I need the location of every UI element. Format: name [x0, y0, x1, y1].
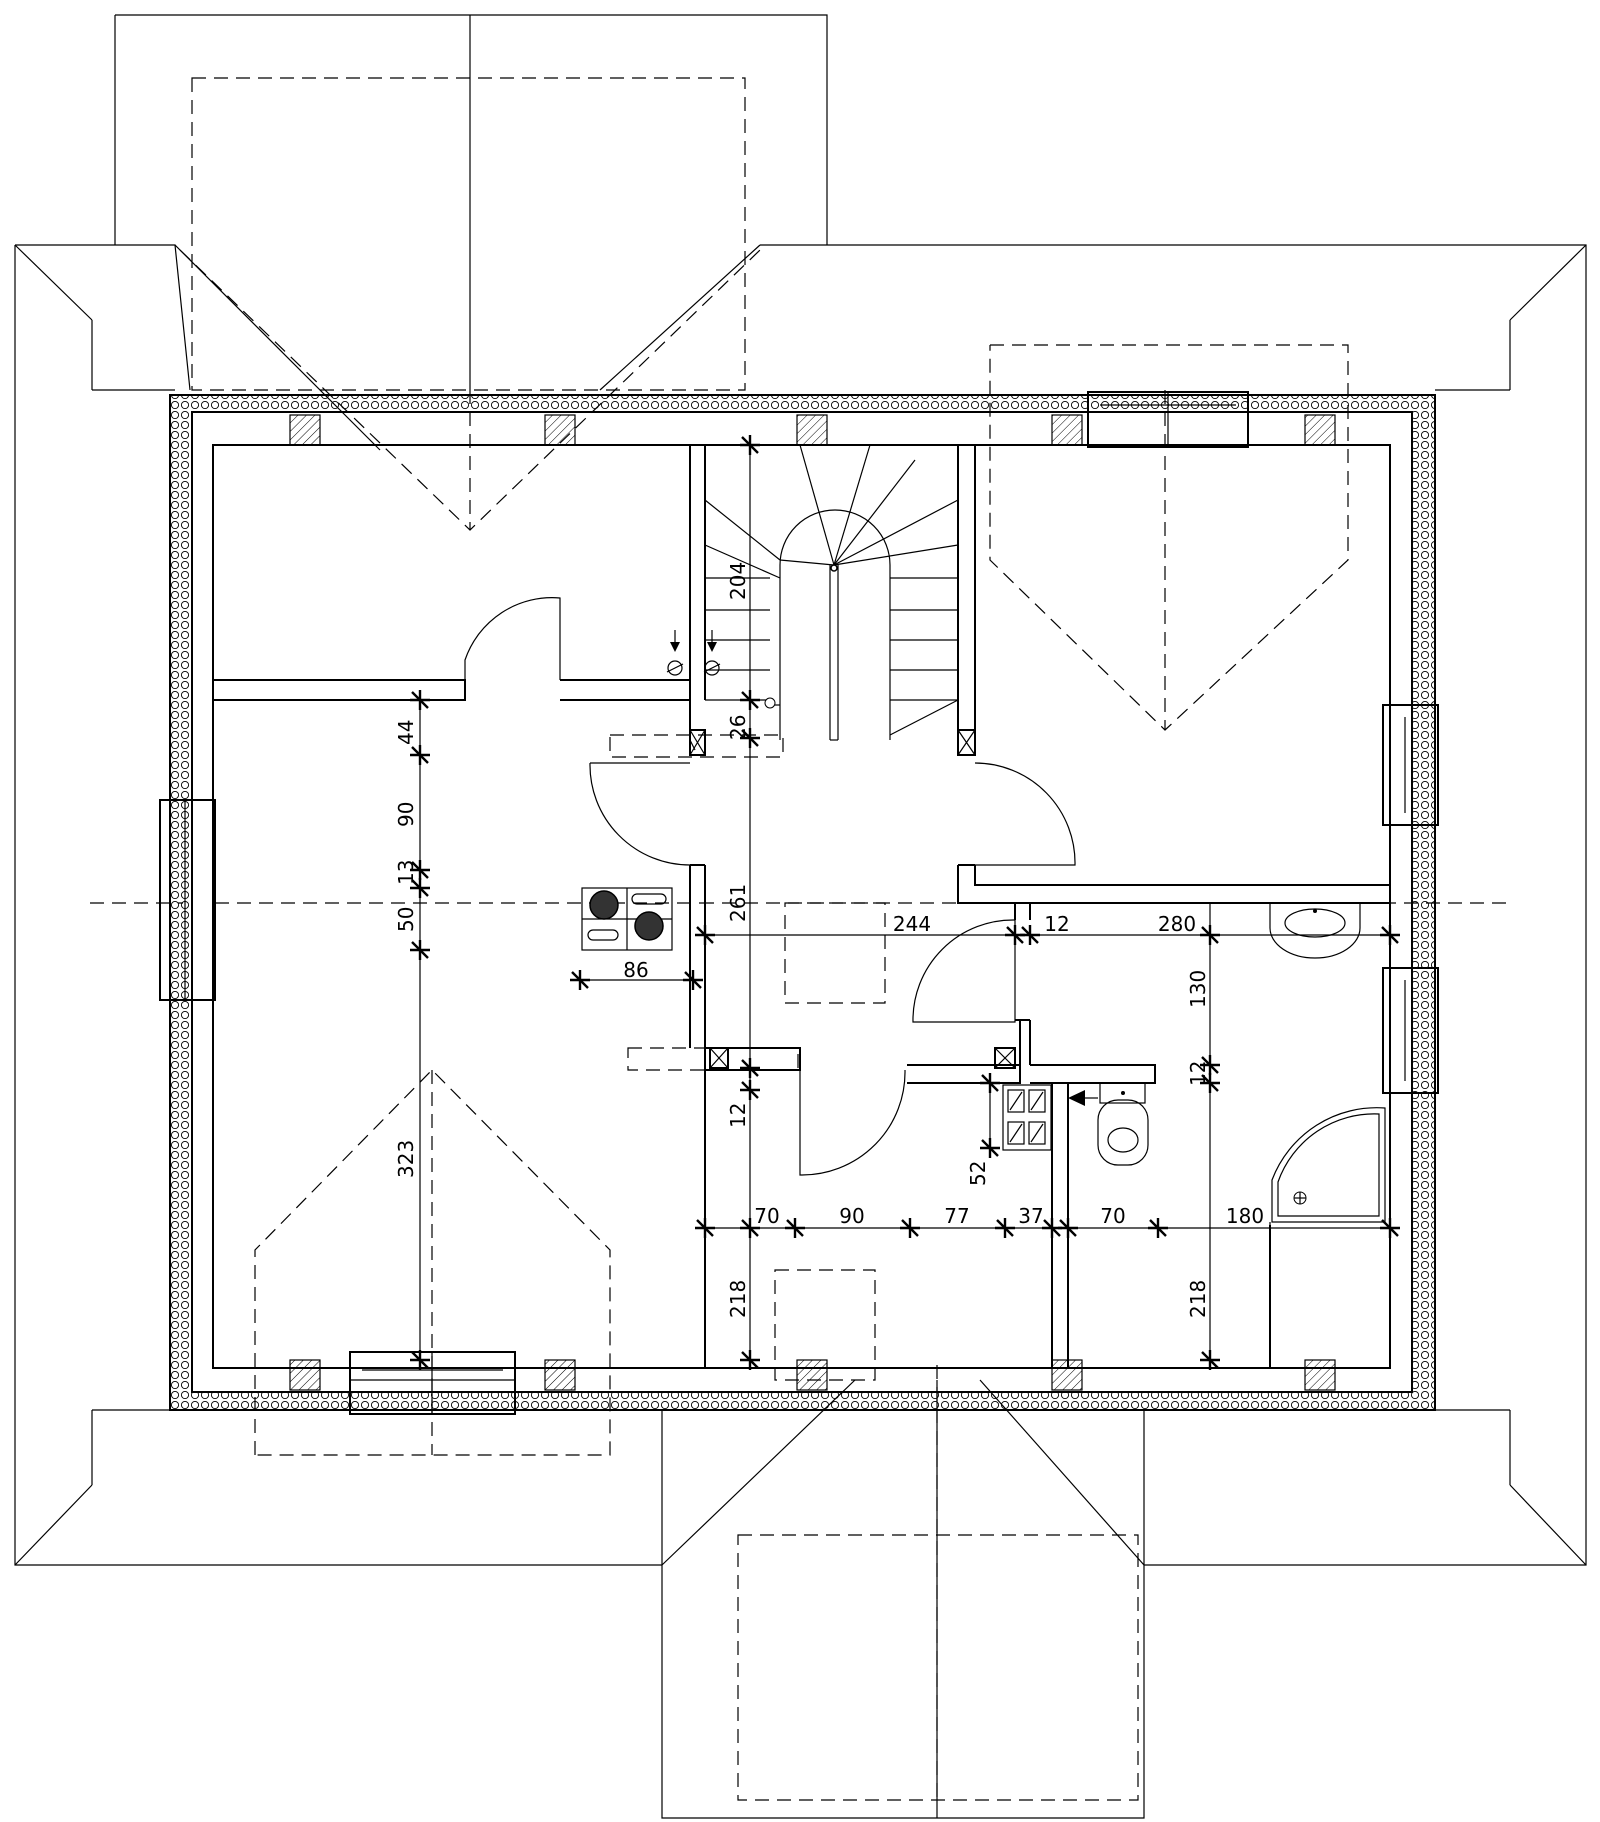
dimension-labels: 204 26 44 90 13 50 323 86 261 244 12 280…	[394, 562, 1264, 1318]
dim-label: 86	[623, 958, 648, 982]
dim-label: 130	[1186, 970, 1210, 1008]
dim-label: 12	[1044, 912, 1069, 936]
dim-label: 90	[839, 1204, 864, 1228]
window-icon	[1087, 391, 1249, 448]
door-swing-icon	[799, 1069, 906, 1176]
door-swing-icon	[589, 762, 705, 866]
dim-label: 77	[944, 1204, 969, 1228]
dim-label: 70	[754, 1204, 779, 1228]
dim-label: 323	[394, 1140, 418, 1178]
dim-label: 37	[1018, 1204, 1043, 1228]
window-icon	[1382, 704, 1439, 826]
door-swing-icon	[974, 762, 1076, 866]
roof-outline	[14, 14, 1587, 1819]
dim-label: 280	[1158, 912, 1196, 936]
door-swing-icon	[912, 919, 1016, 1023]
toilet-icon	[1097, 1082, 1149, 1166]
stair-arrow-icon	[1068, 1090, 1098, 1106]
dim-label: 12	[726, 1103, 750, 1128]
dim-label: 13	[394, 860, 418, 885]
structural-posts	[289, 414, 1336, 1391]
dim-label: 12	[1186, 1061, 1210, 1086]
dim-label: 44	[394, 720, 418, 745]
window-icon	[159, 799, 216, 1001]
dim-label: 218	[726, 1280, 750, 1318]
dim-label: 26	[726, 715, 750, 740]
washbasin-icon	[1269, 903, 1361, 959]
dimension-lines	[419, 445, 1390, 1368]
dim-label: 180	[1226, 1204, 1264, 1228]
dim-label: 244	[893, 912, 931, 936]
gas-meter-icon	[1002, 1084, 1052, 1151]
chimney-flue-icon	[666, 630, 721, 676]
window-icon	[1382, 967, 1439, 1094]
stove-icon	[581, 887, 673, 951]
dim-label: 50	[394, 907, 418, 932]
dimension-ticks	[410, 435, 1400, 1370]
dashed-overhead-lines	[90, 77, 1510, 1801]
window-icon	[349, 1351, 516, 1415]
shower-tray-icon	[1271, 1107, 1386, 1223]
dim-label: 90	[394, 802, 418, 827]
dim-label: 70	[1100, 1204, 1125, 1228]
interior-walls	[213, 445, 1390, 1368]
dim-label: 261	[726, 884, 750, 922]
dim-label: 204	[726, 562, 750, 600]
door-swing-icon	[464, 597, 561, 700]
dim-label: 52	[966, 1161, 990, 1186]
dim-label: 218	[1186, 1280, 1210, 1318]
staircase	[704, 444, 959, 741]
